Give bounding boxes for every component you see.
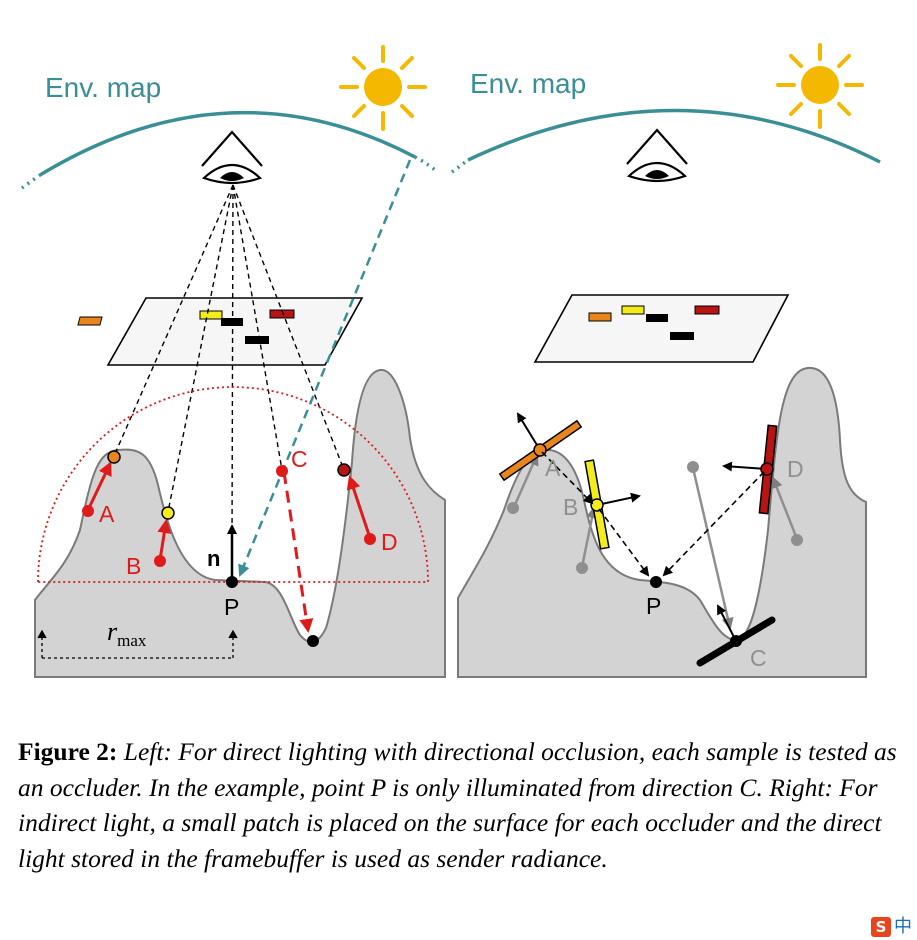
right-label-d: D <box>787 456 804 482</box>
left-rmax-dimension <box>37 629 238 659</box>
right-env-map-label: Env. map <box>470 68 586 99</box>
figure-2-illustration: Env. map <box>20 43 881 678</box>
left-label-a: A <box>99 501 115 527</box>
right-fb-texel-orange <box>588 312 612 322</box>
left-point-p-label: P <box>224 594 239 620</box>
right-patch-c <box>696 604 776 667</box>
right-gray-point-a <box>507 502 519 514</box>
right-gray-point-b <box>576 562 588 574</box>
right-gray-ray-d <box>771 476 799 540</box>
right-sun-icon <box>776 43 864 129</box>
left-env-map-dots-start <box>20 173 42 190</box>
left-terrain <box>34 368 446 678</box>
left-sun-icon <box>339 45 427 131</box>
right-label-a: A <box>545 455 561 481</box>
ime-chinese-mode: 中 <box>894 916 912 937</box>
left-sample-b-point <box>154 555 166 567</box>
right-panel: Env. map <box>450 43 881 678</box>
right-fb-texel-yellow <box>621 305 645 315</box>
left-arrow-c <box>282 471 314 633</box>
right-point-p-label: P <box>646 593 661 619</box>
left-sample-a-surface <box>107 450 121 464</box>
figure-caption: Figure 2: Left: For direct lighting with… <box>18 734 898 876</box>
caption-figure-label: Figure 2: <box>18 737 118 766</box>
left-fb-texel-black-2 <box>245 336 269 344</box>
left-rmax-hemisphere <box>37 386 429 583</box>
right-gray-point-d <box>791 534 803 546</box>
right-fb-texel-darkred <box>694 305 720 315</box>
right-env-map-dots <box>450 158 470 174</box>
left-sample-d-point <box>364 533 376 545</box>
right-point-p <box>650 576 662 588</box>
left-rmax-label: rmax <box>107 617 147 650</box>
left-label-d: D <box>381 529 398 555</box>
left-framebuffer-plane <box>106 297 364 366</box>
left-arrow-a <box>86 461 112 511</box>
right-indirect-b-to-p <box>598 508 650 577</box>
right-label-c: C <box>750 645 767 671</box>
right-gray-ray-b <box>580 506 598 568</box>
left-sample-b-surface <box>161 506 175 520</box>
right-indirect-a-to-p <box>541 451 594 505</box>
left-fb-texel-yellow <box>199 310 223 320</box>
left-eye-icon <box>201 130 263 185</box>
right-gray-ray-a <box>512 453 539 508</box>
left-env-map-arc <box>39 110 416 177</box>
left-panel: Env. map <box>20 45 446 678</box>
right-eye-icon <box>626 128 688 183</box>
caption-text: Left: For direct lighting with direction… <box>18 737 897 873</box>
left-sample-c-point <box>276 465 288 477</box>
left-fb-texel-orange <box>77 316 103 326</box>
left-env-map-dots <box>414 155 437 172</box>
right-fb-texel-black-1 <box>646 314 668 322</box>
left-env-map-label: Env. map <box>45 72 161 103</box>
left-arrow-d <box>346 475 372 539</box>
right-gray-ray-c <box>691 467 734 630</box>
right-framebuffer-plane <box>533 294 790 363</box>
left-point-p <box>226 576 238 588</box>
left-arrow-b <box>157 519 172 561</box>
left-fb-texel-darkred <box>269 309 295 319</box>
left-label-c: C <box>291 446 308 472</box>
ime-indicator[interactable]: S 中 <box>869 915 917 940</box>
right-fb-texel-black-2 <box>670 332 694 340</box>
left-sample-a-point <box>82 505 94 517</box>
left-view-rays <box>113 184 345 539</box>
right-gray-point-c <box>687 461 699 473</box>
right-patch-d <box>722 424 778 515</box>
left-label-b: B <box>126 553 141 579</box>
left-normal-label: n <box>207 546 220 571</box>
left-sample-d-surface <box>337 463 351 477</box>
left-c-hit-point <box>307 635 319 647</box>
right-label-b: B <box>563 494 578 520</box>
right-indirect-d-to-p <box>662 471 765 577</box>
right-env-map-arc <box>467 108 881 164</box>
right-patch-b <box>584 459 641 550</box>
ime-logo-icon: S <box>871 917 891 937</box>
